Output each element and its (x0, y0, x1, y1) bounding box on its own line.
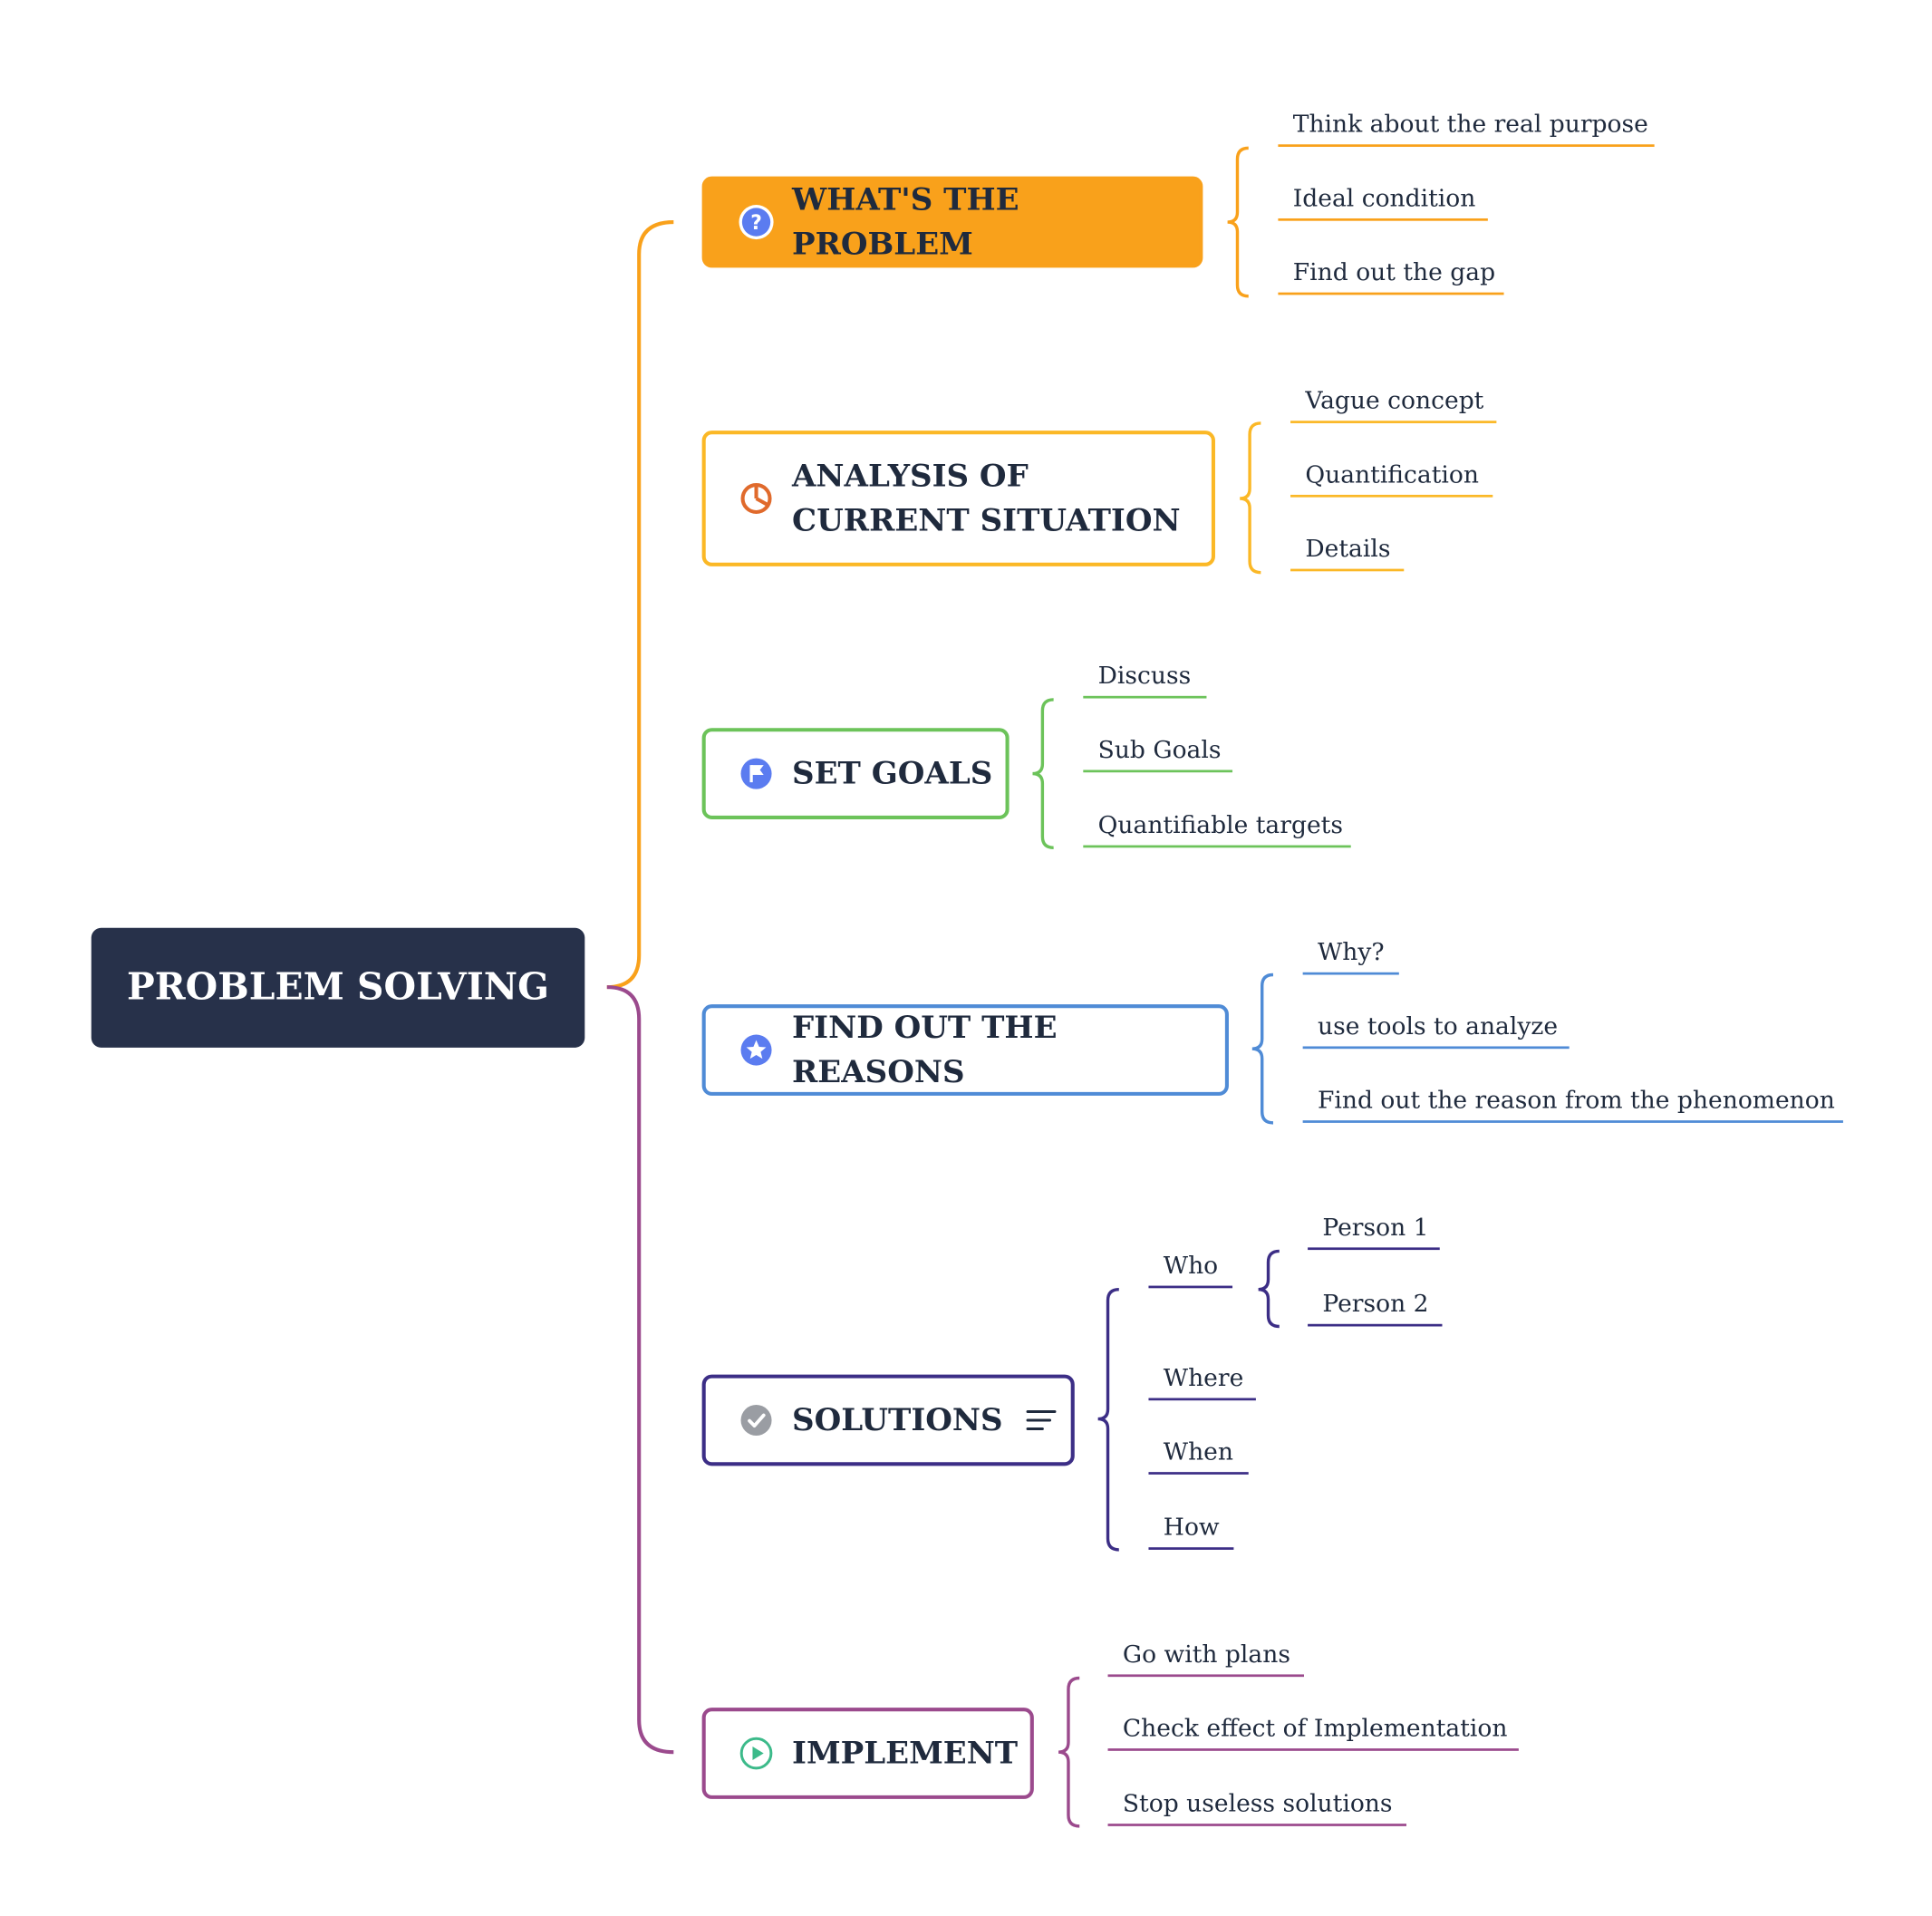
subtopic-where[interactable]: Where (1148, 1363, 1256, 1401)
subtopic-why[interactable]: Why? (1302, 938, 1399, 975)
subtopic-discuss[interactable]: Discuss (1083, 662, 1207, 699)
subtopic-find-out-the-gap[interactable]: Find out the gap (1278, 258, 1504, 295)
topic-analysis-of-current-situation[interactable]: ANALYSIS OF CURRENT SITUATION (701, 431, 1215, 566)
svg-text:?: ? (750, 212, 762, 235)
topic-implement[interactable]: IMPLEMENT (701, 1708, 1034, 1799)
topic-find-out-the-reasons[interactable]: FIND OUT THE REASONS (701, 1004, 1229, 1096)
topic-solutions[interactable]: SOLUTIONS (701, 1374, 1075, 1466)
subtopic-person-2[interactable]: Person 2 (1308, 1290, 1443, 1327)
central-topic-label: PROBLEM SOLVING (127, 965, 550, 1010)
topic-label: SET GOALS (792, 755, 993, 791)
subtopic-person-1[interactable]: Person 1 (1308, 1213, 1440, 1251)
subtopic-who[interactable]: Who (1148, 1251, 1233, 1289)
subtopic-vague-concept[interactable]: Vague concept (1290, 386, 1497, 423)
subtopic-quantification[interactable]: Quantification (1290, 460, 1493, 498)
trunk-lower-line (606, 985, 674, 1755)
subtopic-stop-useless-solutions[interactable]: Stop useless solutions (1107, 1789, 1406, 1826)
brace-goals (1032, 698, 1054, 849)
subtopic-quantifiable-targets[interactable]: Quantifiable targets (1083, 810, 1351, 848)
topic-label: IMPLEMENT (792, 1735, 1019, 1771)
topic-whats-the-problem[interactable]: ? WHAT'S THE PROBLEM (701, 176, 1203, 268)
topic-label: FIND OUT THE REASONS (792, 1009, 1058, 1090)
star-icon (740, 1034, 772, 1066)
subtopic-think-about-the-real-purpose[interactable]: Think about the real purpose (1278, 110, 1655, 148)
topic-label: ANALYSIS OF CURRENT SITUATION (792, 458, 1181, 538)
subtopic-use-tools-to-analyze[interactable]: use tools to analyze (1302, 1011, 1570, 1050)
subtopic-how[interactable]: How (1148, 1513, 1234, 1550)
play-icon (739, 1737, 773, 1770)
subtopic-when[interactable]: When (1148, 1437, 1249, 1475)
brace-solutions (1097, 1287, 1119, 1552)
topic-set-goals[interactable]: SET GOALS (701, 728, 1009, 819)
topic-label: SOLUTIONS (792, 1401, 1003, 1438)
pie-chart-icon (740, 482, 772, 515)
subtopic-sub-goals[interactable]: Sub Goals (1083, 735, 1233, 773)
question-icon: ? (739, 204, 774, 240)
check-icon (740, 1404, 772, 1436)
brace-analysis (1240, 421, 1261, 575)
brace-reasons (1251, 973, 1274, 1125)
brace-who (1258, 1249, 1280, 1329)
notes-icon[interactable] (1022, 1402, 1059, 1439)
brace-problem (1227, 146, 1249, 298)
subtopic-details[interactable]: Details (1290, 534, 1405, 572)
subtopic-find-out-the-reason-from-the-phenomenon[interactable]: Find out the reason from the phenomenon (1302, 1086, 1843, 1123)
topic-label: WHAT'S THE PROBLEM (792, 181, 1019, 262)
central-topic[interactable]: PROBLEM SOLVING (91, 927, 585, 1048)
subtopic-ideal-condition[interactable]: Ideal condition (1278, 184, 1488, 221)
brace-implement (1058, 1676, 1080, 1828)
subtopic-go-with-plans[interactable]: Go with plans (1107, 1640, 1304, 1678)
subtopic-check-effect-of-implementation[interactable]: Check effect of Implementation (1107, 1714, 1519, 1751)
flag-icon (740, 758, 772, 789)
trunk-upper-line (606, 220, 674, 990)
